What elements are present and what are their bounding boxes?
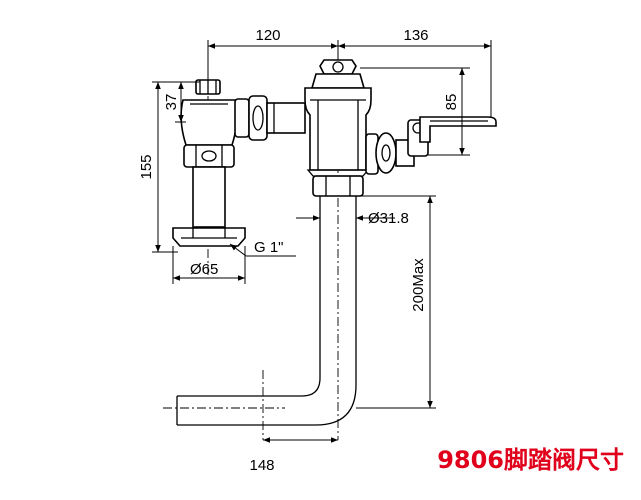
- dim-155: 155: [138, 81, 200, 253]
- dim-85-label: 85: [443, 94, 460, 111]
- dim-200max-label: 200Max: [410, 258, 427, 312]
- dim-200max: 200Max: [356, 195, 436, 409]
- dim-pipe-diameter: Ø31.8: [296, 210, 409, 227]
- connector: [234, 95, 306, 141]
- caption-title: 9806脚踏阀尺寸: [437, 446, 624, 474]
- dim-155-label: 155: [138, 154, 155, 179]
- dim-85: 85: [360, 67, 470, 156]
- dim-120-label: 120: [255, 27, 280, 44]
- flush-pipe: [176, 195, 357, 426]
- dim-base-diameter-label: Ø65: [190, 261, 218, 278]
- dim-136-label: 136: [403, 27, 428, 44]
- dim-148-label: 148: [249, 457, 274, 474]
- dim-base-diameter: Ø65: [172, 246, 246, 284]
- dim-136: 136: [338, 27, 492, 118]
- dim-thread: G 1": [229, 239, 296, 257]
- valve-body: [304, 59, 372, 197]
- dim-pipe-diameter-label: Ø31.8: [368, 210, 409, 227]
- dim-37-label: 37: [163, 94, 180, 111]
- pedal-assembly: [365, 116, 497, 175]
- dim-thread-label: G 1": [254, 239, 284, 256]
- dim-148: 148: [249, 437, 338, 474]
- dim-37: 37: [163, 82, 186, 123]
